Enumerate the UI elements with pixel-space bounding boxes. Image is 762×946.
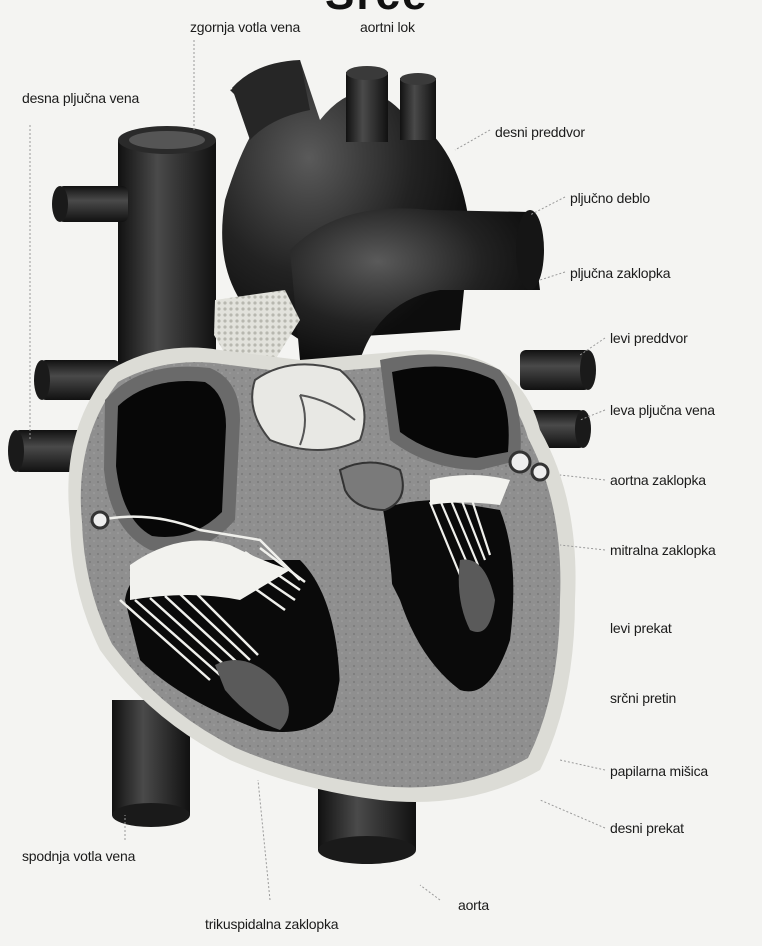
page-title: Srce [325,0,428,20]
label-pulmonary-valve: pljučna zaklopka [570,265,670,281]
label-left-atrium: levi preddvor [610,330,688,346]
label-aorta: aorta [458,897,489,913]
superior-vena-cava [118,126,216,380]
mitral-leaflet [430,475,510,505]
label-right-atrium: desni preddvor [495,124,585,140]
label-right-pulmonary-vein: desna pljučna vena [22,90,139,106]
label-aortic-arch: aortni lok [360,19,415,35]
label-aortic-valve: aortna zaklopka [610,472,706,488]
label-papillary-muscle: papilarna mišica [610,763,708,779]
label-tricuspid-valve: trikuspidalna zaklopka [205,916,338,932]
label-pulmonary-trunk: pljučno deblo [570,190,650,206]
label-right-ventricle: desni prekat [610,820,684,836]
label-inferior-vena-cava: spodnja votla vena [22,848,135,864]
pulmonary-valve [252,364,364,450]
label-left-ventricle: levi prekat [610,620,672,636]
label-left-pulmonary-vein: leva pljučna vena [610,402,715,418]
label-mitral-valve: mitralna zaklopka [610,542,716,558]
right-atrium-chamber [104,367,240,552]
label-superior-vena-cava: zgornja votla vena [190,19,300,35]
pulmonary-trunk [290,208,544,360]
label-septum: srčni pretin [610,690,676,706]
